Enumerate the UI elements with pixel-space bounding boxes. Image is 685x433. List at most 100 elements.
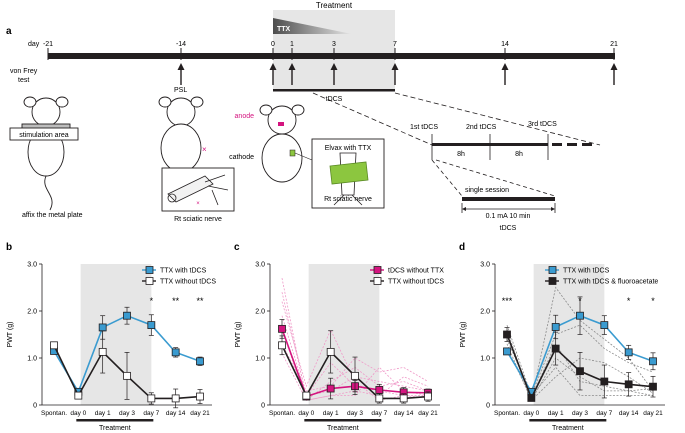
data-point (375, 394, 384, 403)
y-axis-label: PWT (g) (235, 322, 242, 348)
data-point (600, 321, 609, 330)
data-point (74, 391, 83, 400)
test-arrow-head (177, 63, 185, 70)
mouse-illustration-3 (259, 104, 305, 183)
data-point (147, 321, 156, 330)
zoom-line-left (312, 92, 433, 146)
tdcs-range-label: tDCS (326, 96, 343, 103)
panel-b-label: b (6, 242, 12, 253)
session-dash-2 (567, 143, 577, 146)
anode-marker (278, 122, 284, 126)
test-arrow-head (330, 63, 338, 70)
data-point (424, 392, 432, 401)
data-point (123, 311, 131, 320)
data-point (551, 323, 560, 331)
x-tick-label: Spontan. (494, 410, 520, 417)
x-tick-label: day 14 (394, 410, 414, 417)
y-tick-label: 2.0 (27, 309, 37, 316)
x-tick-label: day 14 (619, 410, 639, 417)
data-point (503, 330, 511, 339)
session-3-label: 3rd tDCS (528, 121, 557, 128)
day-label: 14 (501, 41, 509, 48)
significance-mark: * (578, 296, 582, 306)
y-axis-label: PWT (g) (7, 322, 14, 348)
legend-marker (145, 277, 154, 285)
data-point (624, 348, 633, 357)
data-point (600, 377, 609, 386)
legend-label: TTX without tDCS (160, 279, 216, 286)
data-point (399, 394, 408, 403)
legend-label: TTX with tDCS (563, 268, 610, 275)
significance-mark: * (651, 296, 655, 306)
single-zoom-left (431, 159, 463, 197)
y-tick-label: 1.0 (255, 356, 265, 363)
x-tick-label: day 1 (548, 410, 564, 417)
data-point (196, 357, 204, 366)
legend-marker (373, 266, 382, 274)
data-point (649, 357, 657, 366)
data-point (326, 347, 335, 356)
data-point (624, 380, 633, 389)
y-tick-label: 3.0 (255, 262, 265, 269)
x-tick-label: day 0 (298, 410, 314, 417)
y-tick-label: 0 (486, 403, 490, 410)
day-label: 3 (332, 41, 336, 48)
session-params: 0.1 mA 10 min (486, 213, 531, 220)
significance-mark: ** (172, 296, 180, 306)
mouse-illustration-1 (21, 96, 71, 211)
legend-label: tDCS without TTX (388, 268, 444, 275)
y-tick-label: 0 (261, 403, 265, 410)
data-point (527, 394, 536, 402)
rt-sciatic-nerve-1: Rt sciatic nerve (174, 216, 222, 223)
significance-mark: *** (502, 296, 513, 306)
test-arrow-head (391, 63, 399, 70)
ttx-wedge (273, 18, 352, 34)
psl-incision-mark: × (202, 145, 207, 154)
x-tick-label: day 3 (572, 410, 588, 417)
x-tick-label: day 3 (347, 410, 363, 417)
y-tick-label: 1.0 (480, 356, 490, 363)
y-tick-label: 1.0 (27, 356, 37, 363)
data-point (576, 367, 584, 376)
von-frey-line2: test (18, 77, 29, 84)
y-axis-label: PWT (g) (460, 322, 467, 348)
gap-label-1: 8h (457, 151, 465, 158)
data-point (278, 341, 286, 350)
nerve-illustration-2 (329, 152, 369, 206)
day-label: -21 (43, 41, 53, 48)
cathode-label: cathode (229, 154, 254, 161)
test-arrow-head (610, 63, 618, 70)
panel-d-label: d (459, 242, 465, 253)
day-label: 21 (610, 41, 618, 48)
data-point (326, 384, 335, 393)
data-point (171, 394, 180, 403)
y-tick-label: 2.0 (480, 309, 490, 316)
data-point (302, 391, 311, 400)
treatment-bar-label: Treatment (552, 425, 584, 432)
ttx-label: TTX (277, 26, 291, 33)
session-1-label: 1st tDCS (410, 124, 438, 131)
stimulation-area-label: stimulation area (19, 132, 69, 139)
gap-label-2: 8h (515, 151, 523, 158)
x-tick-label: day 1 (95, 410, 111, 417)
x-tick-label: day 3 (119, 410, 135, 417)
legend-marker (548, 266, 557, 274)
x-tick-label: day 0 (70, 410, 86, 417)
legend-marker (145, 266, 154, 274)
treatment-bar-label: Treatment (327, 425, 359, 432)
mouse-illustration-2 (158, 96, 204, 173)
x-tick-label: day 21 (418, 410, 438, 417)
legend-label: TTX with tDCS (160, 268, 207, 275)
data-point (123, 371, 131, 380)
y-tick-label: 2.0 (255, 309, 265, 316)
elvax-label: Elvax with TTX (325, 145, 372, 152)
data-point (50, 341, 58, 350)
ttx-implant-marker (289, 149, 296, 157)
single-session-label: single session (465, 187, 509, 194)
session-2-label: 2nd tDCS (466, 124, 497, 131)
data-point (576, 311, 584, 320)
